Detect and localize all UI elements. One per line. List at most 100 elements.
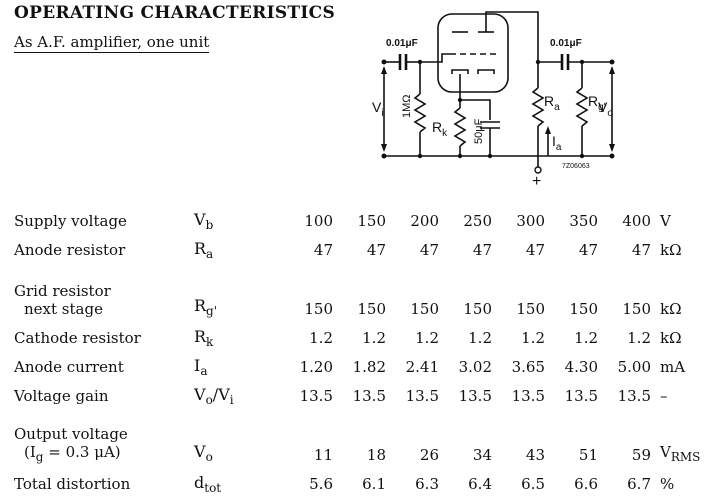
row-value: 5.6	[309, 474, 333, 493]
row-label-text: Total distortion	[14, 474, 131, 493]
unit-main: –	[660, 386, 668, 405]
symbol-main: V	[194, 209, 206, 229]
symbol-main: R	[194, 238, 207, 258]
row-value: 2.41	[405, 357, 439, 376]
row-value: 1.2	[627, 328, 651, 347]
row-symbol: Rk	[194, 323, 280, 352]
row-symbol: Rg'	[194, 264, 280, 323]
unit-sub: RMS	[670, 450, 701, 464]
grid-resistor-label: 1MΩ	[401, 94, 413, 118]
vi-label: Vi	[372, 99, 384, 119]
row-value: 47	[472, 240, 492, 259]
row-unit: mA	[651, 352, 700, 381]
symbol-sub: a	[206, 246, 214, 261]
row-value: 150	[622, 300, 651, 318]
row-label: Anode resistor	[14, 235, 194, 264]
row-value: 150	[357, 211, 386, 230]
row-label-line2-text: (I	[24, 443, 36, 461]
row-value: 1.2	[521, 328, 545, 347]
row-value: 6.7	[627, 474, 651, 493]
row-value: 47	[313, 240, 333, 259]
symbol-sub: tot	[204, 480, 222, 495]
row-label-text: Anode current	[14, 357, 124, 376]
row-label: Voltage gain	[14, 381, 194, 410]
row-value: 3.65	[511, 357, 545, 376]
row-value: 6.5	[521, 474, 545, 493]
row-value: 1.2	[362, 328, 386, 347]
row-unit: kΩ	[651, 235, 700, 264]
table-row: Anode current Ia 1.20 1.82 2.41 3.02 3.65 4.30 5…	[14, 352, 700, 381]
symbol-sub: a	[200, 363, 208, 378]
row-value: 47	[631, 240, 651, 259]
symbol-sub2: i	[229, 392, 234, 407]
row-value: 1.20	[299, 357, 333, 376]
row-value: 47	[578, 240, 598, 259]
row-value: 6.6	[574, 474, 598, 493]
symbol-sub: o	[205, 392, 213, 407]
row-label: Supply voltage	[14, 206, 194, 235]
row-value: 5.00	[617, 357, 651, 376]
symbol-tail: /V	[212, 384, 230, 404]
symbol-sub: k	[206, 334, 214, 349]
symbol-main: V	[194, 384, 206, 404]
row-value: 400	[622, 211, 651, 230]
row-value: 200	[410, 211, 439, 230]
row-unit: –	[651, 381, 700, 410]
page-heading: OPERATING CHARACTERISTICS	[14, 3, 336, 23]
row-value: 250	[463, 211, 492, 230]
amplifier-schematic: 0.01μF 0.01μF 1MΩ 50μF Rk Ra Rg' Vi Vo I…	[372, 11, 615, 188]
row-value: 150	[304, 300, 333, 318]
row-value: 13.5	[299, 386, 333, 405]
tube-envelope	[437, 13, 509, 93]
row-value: 300	[516, 211, 545, 230]
row-value: 11	[313, 446, 333, 464]
symbol-main: R	[194, 326, 207, 346]
row-value: 4.30	[564, 357, 598, 376]
row-value: 1.82	[352, 357, 386, 376]
ia-label: Ia	[552, 133, 562, 153]
vo-label: Vo	[598, 99, 613, 119]
unit-main: V	[660, 211, 671, 230]
rk-label: Rk	[432, 119, 448, 139]
row-value: 3.02	[458, 357, 492, 376]
row-label-text: Voltage gain	[14, 386, 109, 405]
row-label: Cathode resistor	[14, 323, 194, 352]
row-value: 18	[366, 446, 386, 464]
row-unit: kΩ	[651, 264, 700, 323]
cathode-capacitor-label: 50μF	[473, 118, 485, 144]
row-label-line2-sub: g	[35, 450, 44, 464]
row-label: Anode current	[14, 352, 194, 381]
row-value: 150	[569, 300, 598, 318]
row-value: 150	[516, 300, 545, 318]
row-label-line1: Output voltage	[14, 425, 128, 443]
symbol-sub: b	[205, 217, 214, 232]
row-value: 13.5	[458, 386, 492, 405]
row-value: 150	[463, 300, 492, 318]
row-unit: V	[651, 206, 700, 235]
ra-label: Ra	[544, 93, 560, 113]
input-capacitor-label: 0.01μF	[386, 38, 418, 49]
page-subheading: As A.F. amplifier, one unit	[14, 33, 210, 53]
rg-label: Rg'	[588, 93, 606, 113]
unit-main: V	[660, 443, 671, 461]
supply-plus-label: +	[532, 173, 541, 188]
symbol-main: V	[194, 442, 206, 461]
output-capacitor-label: 0.01μF	[550, 38, 582, 49]
symbol-main: d	[194, 472, 205, 492]
unit-main: kΩ	[660, 240, 682, 259]
row-value: 6.4	[468, 474, 492, 493]
row-label-text: Anode resistor	[14, 240, 126, 259]
symbol-main: I	[194, 355, 201, 375]
row-label: Total distortion	[14, 469, 194, 498]
row-value: 6.3	[415, 474, 439, 493]
row-value: 150	[410, 300, 439, 318]
row-value: 47	[366, 240, 386, 259]
row-value: 26	[419, 446, 439, 464]
